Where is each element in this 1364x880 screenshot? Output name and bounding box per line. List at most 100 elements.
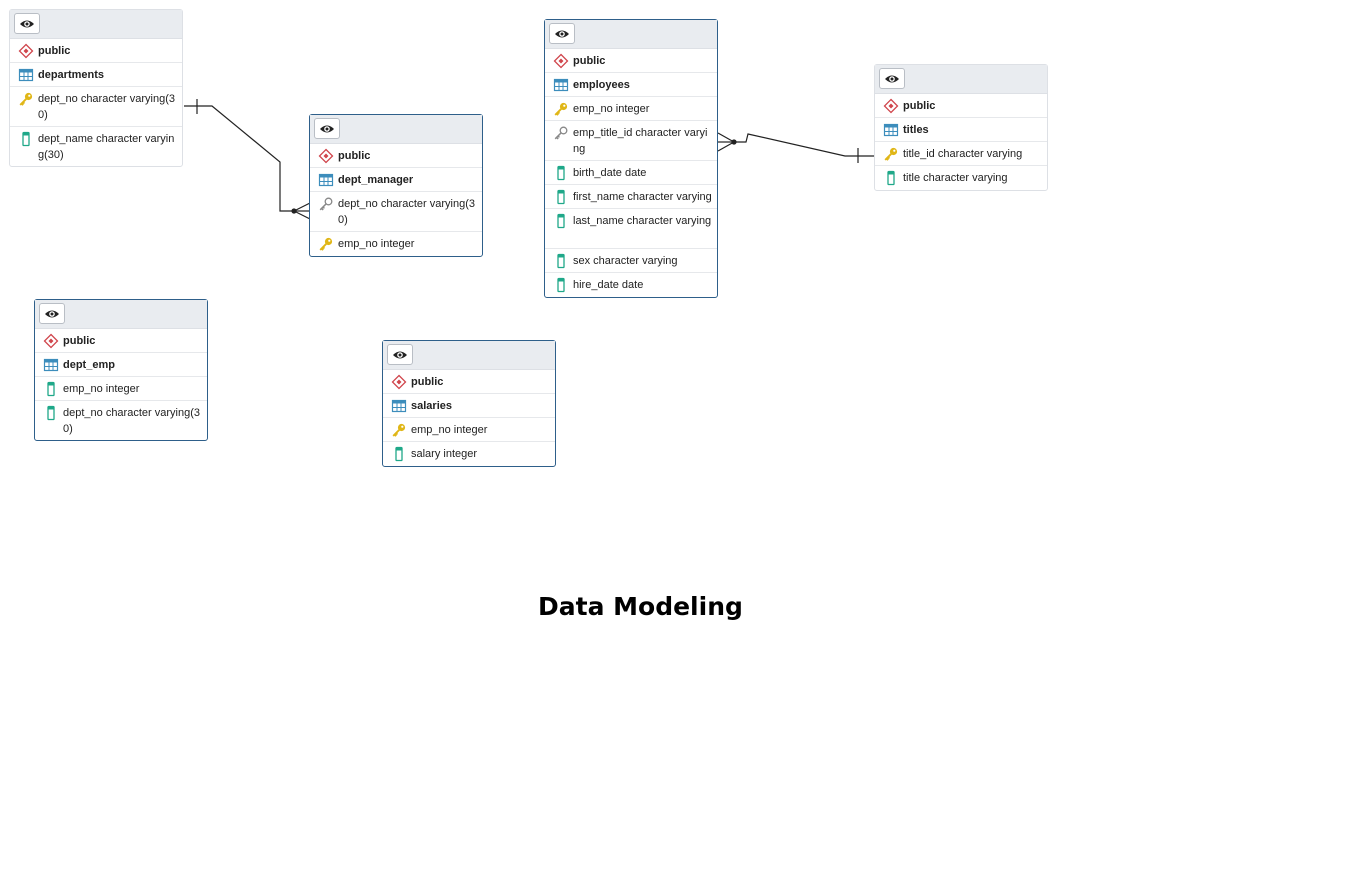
column-icon (887, 170, 895, 186)
table-node-dept-manager[interactable]: public dept_manager dept_no character va… (309, 114, 483, 257)
table-name: dept_manager (338, 174, 414, 186)
table-node-departments[interactable]: public departments dept_no character var… (9, 9, 183, 167)
column-icon (47, 405, 55, 421)
column-row[interactable]: dept_name character varying(30) (10, 127, 182, 166)
table-name-row: employees (545, 73, 717, 97)
schema-row: public (310, 144, 482, 168)
column-text: dept_no character varying(30) (63, 407, 200, 435)
column-row[interactable]: dept_no character varying(30) (310, 192, 482, 232)
schema-name: public (903, 100, 936, 112)
column-text: dept_name character varying(30) (38, 133, 175, 161)
column-row[interactable]: emp_no integer (310, 232, 482, 256)
column-icon (557, 277, 565, 293)
eye-icon (555, 30, 569, 37)
link-departments-dept-manager[interactable] (184, 99, 311, 220)
column-text: title_id character varying (903, 148, 1023, 160)
column-icon (22, 131, 30, 147)
table-icon (43, 358, 59, 372)
table-node-dept-emp[interactable]: public dept_emp emp_no integer dept_no c… (34, 299, 208, 441)
schema-icon (318, 148, 334, 164)
view-data-button[interactable] (39, 303, 65, 324)
column-row[interactable]: salary integer (383, 442, 555, 466)
view-data-button[interactable] (879, 68, 905, 89)
column-row[interactable]: title_id character varying (875, 142, 1047, 166)
eye-icon (393, 351, 407, 358)
schema-name: public (63, 335, 96, 347)
column-text: dept_no character varying(30) (338, 198, 475, 226)
primary-key-icon (319, 237, 333, 251)
table-name-row: dept_manager (310, 168, 482, 192)
table-icon (318, 173, 334, 187)
table-icon (18, 68, 34, 82)
schema-icon (43, 333, 59, 349)
table-node-salaries[interactable]: public salaries emp_no integer salary in… (382, 340, 556, 467)
column-icon (557, 165, 565, 181)
table-node-titles[interactable]: public titles title_id character varying… (874, 64, 1048, 191)
table-header (875, 65, 1047, 94)
eye-icon (885, 75, 899, 82)
column-text: birth_date date (573, 167, 647, 179)
schema-icon (553, 53, 569, 69)
column-row[interactable]: last_name character varying (545, 209, 717, 249)
diagram-title: Data Modeling (538, 592, 743, 621)
table-name: employees (573, 79, 630, 91)
table-header (383, 341, 555, 370)
column-text: sex character varying (573, 255, 678, 267)
column-row[interactable]: emp_no integer (383, 418, 555, 442)
schema-row: public (545, 49, 717, 73)
view-data-button[interactable] (14, 13, 40, 34)
table-node-employees[interactable]: public employees emp_no integer emp_titl… (544, 19, 718, 298)
schema-icon (18, 43, 34, 59)
column-row[interactable]: dept_no character varying(30) (35, 401, 207, 440)
column-row[interactable]: emp_title_id character varying (545, 121, 717, 161)
table-header (35, 300, 207, 329)
primary-key-icon (884, 147, 898, 161)
view-data-button[interactable] (549, 23, 575, 44)
column-text: emp_no integer (411, 424, 488, 436)
schema-row: public (383, 370, 555, 394)
schema-name: public (338, 150, 371, 162)
schema-row: public (35, 329, 207, 353)
table-name-row: dept_emp (35, 353, 207, 377)
column-icon (557, 213, 565, 229)
schema-row: public (875, 94, 1047, 118)
table-name: dept_emp (63, 359, 115, 371)
table-name: departments (38, 69, 105, 81)
column-row[interactable]: birth_date date (545, 161, 717, 185)
table-name: salaries (411, 400, 452, 412)
column-icon (557, 253, 565, 269)
column-text: hire_date date (573, 279, 644, 291)
table-name-row: titles (875, 118, 1047, 142)
link-titles-employees[interactable] (717, 132, 874, 163)
schema-row: public (10, 39, 182, 63)
eye-icon (45, 310, 59, 317)
column-row[interactable]: emp_no integer (545, 97, 717, 121)
table-header (10, 10, 182, 39)
table-icon (391, 399, 407, 413)
column-row[interactable]: first_name character varying (545, 185, 717, 209)
column-row[interactable]: emp_no integer (35, 377, 207, 401)
column-row[interactable]: dept_no character varying(30) (10, 87, 182, 127)
foreign-key-icon (319, 197, 333, 211)
table-name-row: salaries (383, 394, 555, 418)
column-row[interactable]: title character varying (875, 166, 1047, 190)
column-text: emp_no integer (63, 383, 140, 395)
eye-icon (320, 125, 334, 132)
foreign-key-icon (554, 126, 568, 140)
column-text: salary integer (411, 448, 478, 460)
column-icon (395, 446, 403, 462)
schema-name: public (411, 376, 444, 388)
view-data-button[interactable] (314, 118, 340, 139)
primary-key-icon (392, 423, 406, 437)
column-row[interactable]: hire_date date (545, 273, 717, 297)
schema-name: public (38, 45, 71, 57)
view-data-button[interactable] (387, 344, 413, 365)
table-header (545, 20, 717, 49)
primary-key-icon (19, 92, 33, 106)
column-text: last_name character varying (573, 215, 712, 227)
primary-key-icon (554, 102, 568, 116)
table-icon (553, 78, 569, 92)
column-text: emp_no integer (338, 238, 415, 250)
column-row[interactable]: sex character varying (545, 249, 717, 273)
schema-icon (883, 98, 899, 114)
